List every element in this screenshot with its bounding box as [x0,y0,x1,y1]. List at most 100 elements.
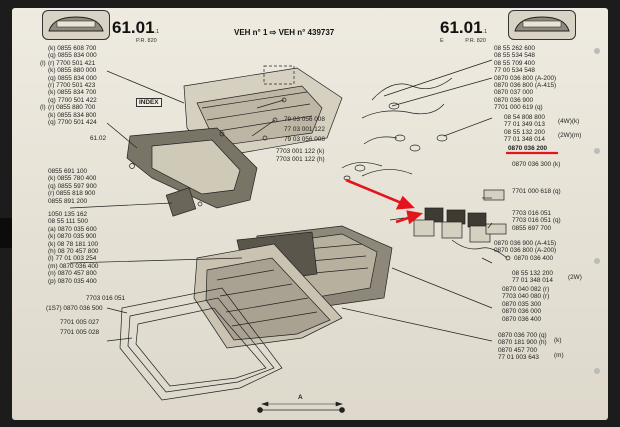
ref-line: 08 55 111 500 [48,218,88,226]
ref-line: (k) 0855 880 000 [48,67,97,75]
dimension-label: A [298,394,303,401]
group-2w-tag: (2W)(m) [558,132,582,139]
dashboard-thumbnail-icon [48,16,104,32]
ref-line: 08 55 534 548 [494,52,535,60]
ref-line: 0870 035 300 [502,300,542,308]
ref-line: 0870 036 800 (A-200) [494,74,557,82]
ref-line: 77 01 349 013 [504,121,545,129]
ref-line: 0870 036 900 (A-415) [494,240,557,248]
left-page-number: 61.01 [112,18,155,37]
vehicle-range: VEH n° 1 ⇨ VEH n° 439737 [234,28,335,37]
ref-line: 7701 005 028 [60,329,100,337]
ref-line: (q) 7700 501 422 [48,96,97,104]
ref-line: 7703 016 051 (q) [512,217,561,225]
ref-line: 0870 036 800 (A-415) [494,82,557,90]
ref-line: (k) 0855 834 700 [48,89,97,97]
left-side-tag: (l) [40,104,46,111]
ref-line: 7703 016 051 [512,209,552,217]
ref-line: 08 54 808 800 [504,114,545,121]
ref-line: 0855 891 200 [48,197,88,205]
left-page-sub: P.R. 820 [136,38,157,44]
ref-line: 08 55 262 600 [494,45,535,52]
ref-line: (r) 7700 501 423 [48,82,96,90]
ref-line: (q) 0855 834 000 [48,74,97,82]
catalog-page: 61.01.1 P.R. 820 VEH n° 1 ⇨ VEH n° 43973… [12,8,608,420]
right-mid-block: 0870 036 300 (k) 7701 000 618 (q) 7703 0… [494,161,561,262]
ref-line: 0870 036 000 [502,308,542,316]
ref-line: 0870 037 000 [494,89,534,97]
center-ref-4: 7703 001 122 (h) [276,156,325,163]
center-ref-0: 79 03 056 008 [284,116,325,123]
ref-line: 0855 697 700 [512,224,552,232]
ref-line: 08 55 132 200 [504,128,545,136]
ref-line: 0870 036 700 (q) [498,332,547,339]
right-page-number: 61.01 [440,18,483,37]
right-2w-group: 08 55 132 200 77 01 348 014 [512,270,553,285]
dashboard-thumbnail-icon [514,16,570,32]
right-bottom-block: 0870 036 700 (q) 0870 181 900 (h) 0870 4… [498,332,547,362]
left-side-tag: (l) [40,60,46,67]
ref-line: 08 55 132 200 [512,270,553,277]
binder-ring [594,368,600,374]
red-annotation-arrows [345,178,424,225]
ref-line: 0855 691 100 [48,168,88,175]
section-tab [0,218,12,248]
bottom-tag: (k) [554,337,562,344]
ref-line: 0870 036 400 [502,315,542,323]
ref-line: (1S7) 0870 036 500 [46,305,103,313]
left-lower-block: 1050 135 162 08 55 111 500 (a) 0870 035 … [48,211,98,285]
ref-line: (k) 0870 035 900 [48,233,97,241]
left-header-thumbnail [42,10,110,40]
ref-line: 7703 040 080 (r) [502,293,550,301]
ref-line: (r) 0855 880 700 [48,104,96,112]
center-ref-3: 7703 001 122 (k) [276,148,325,155]
ref-line: (r) 0855 818 900 [48,190,96,198]
right-header-thumbnail [508,10,576,40]
ref-line: 77 01 348 014 [512,277,553,285]
right-page-sub: P.R. 820 [465,38,486,44]
ref-line: (q) 0855 834 000 [48,52,97,60]
left-mid-block: 0855 691 100 (k) 0855 780 400 (q) 0855 5… [48,168,97,205]
ref-line: 08 55 709 400 [494,59,535,67]
ref-line: 0870 036 400 [514,254,554,262]
ref-line: (q) 7700 501 424 [48,119,97,127]
ref-line: 77 01 003 643 [498,354,539,362]
left-page-number-suffix: .1 [154,29,160,35]
ref-line: (k) 0855 780 400 [48,175,97,183]
group-4w-tag: (4W)(k) [558,118,580,125]
group-2w-tag-2: (2W) [568,274,582,281]
ref-line: (k) 0855 834 800 [48,111,97,119]
small-label: 61.02 [90,135,106,142]
index-pointer-label: INDEX [136,98,162,108]
ref-line: 0870 181 900 (h) [498,339,547,347]
ref-line: 7701 005 027 [60,318,100,326]
ref-line: 0870 040 082 (r) [502,286,550,293]
ref-line: (k) 0855 608 700 [48,45,97,52]
right-page-sub-prefix: E [440,38,444,44]
ref-line: 1050 135 162 [48,211,88,218]
ref-line: (l) 77 01 003 254 [48,255,97,263]
ref-line: 7701 000 619 (q) [494,104,543,112]
ref-line: 77 00 534 548 [494,67,535,75]
ref-line: 0870 036 300 (k) [512,161,561,168]
ref-line: (q) 0855 597 900 [48,182,97,190]
center-ref-1: 77 03 001 122 [284,126,325,133]
right-lower-block: 0870 040 082 (r) 7703 040 080 (r) 0870 0… [502,286,549,323]
ref-line: (m) 0870 036 400 [48,262,99,270]
ref-line: (k) 08 78 181 100 [48,240,99,248]
ref-line: 7701 000 618 (q) [512,188,561,196]
ref-line: (h) 08 70 457 800 [48,248,99,256]
right-4w-group: 08 54 808 800 77 01 349 013 08 55 132 20… [504,114,545,144]
binder-ring [594,258,600,264]
ref-line: (a) 0870 035 600 [48,225,97,233]
right-top-block: 08 55 262 600 08 55 534 548 08 55 709 40… [494,45,556,112]
right-page-number-suffix: .1 [482,29,488,35]
binder-ring [594,148,600,154]
ref-line: 0870 457 700 [498,346,538,354]
left-bottom-block: 7703 016 051 (1S7) 0870 036 500 7701 005… [46,295,125,337]
ref-line: 0870 036 900 [494,96,534,104]
center-ref-2: 79 03 056 008 [284,136,325,143]
bottom-tag: (m) [554,352,564,359]
ref-line: (p) 0870 035 400 [48,277,97,285]
ref-line: 0870 036 800 (A-200) [494,247,557,255]
